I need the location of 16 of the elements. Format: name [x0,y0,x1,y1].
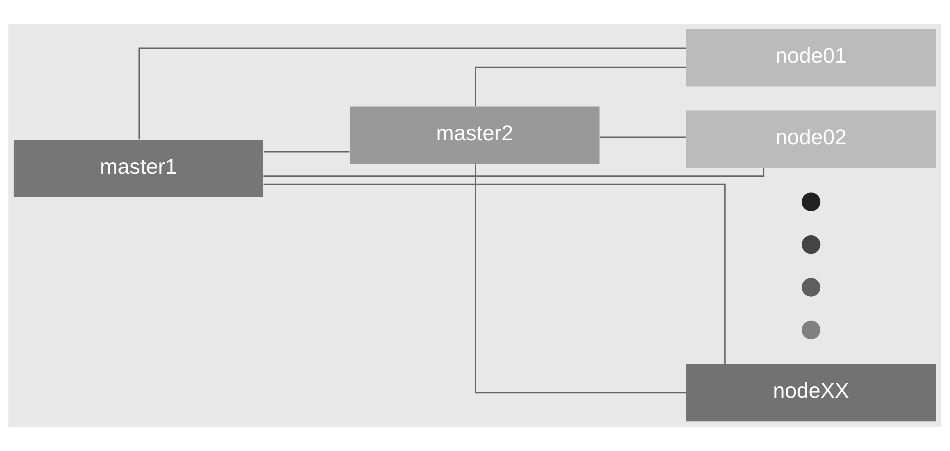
connector [138,48,686,140]
node-circle [802,278,821,297]
connector [600,136,686,138]
node-circle [802,320,821,340]
connector [475,66,686,107]
node-box: nodeXX [686,364,936,422]
node-box: master1 [14,140,264,198]
node-circle [802,236,821,254]
node-box: node01 [686,29,936,87]
node-box: node02 [686,110,936,168]
connector [264,151,350,153]
connector [475,164,686,394]
node-box: master2 [350,106,600,164]
connector [264,168,765,178]
node-circle [802,192,821,212]
connector [264,184,726,364]
